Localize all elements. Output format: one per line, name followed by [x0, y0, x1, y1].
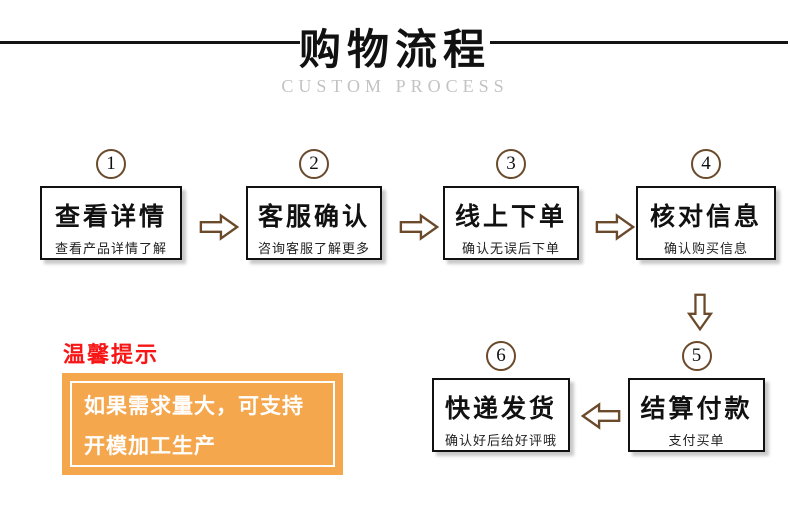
arrow-right-icon	[594, 212, 636, 242]
arrow-right-icon	[198, 212, 240, 242]
arrow-right-icon	[398, 212, 440, 242]
step-1-box: 查看详情 查看产品详情了解	[40, 186, 182, 260]
step-1: 1 查看详情 查看产品详情了解	[40, 149, 182, 260]
step-6: 6 快递发货 确认好后给好评哦	[432, 341, 570, 452]
tips-inner-border: 如果需求量大，可支持开模加工生产	[70, 381, 335, 467]
header-line-left	[0, 41, 300, 44]
step-1-number-badge: 1	[96, 149, 126, 179]
header-line-right	[490, 41, 788, 44]
step-2-desc: 咨询客服了解更多	[257, 241, 370, 256]
step-2: 2 客服确认 咨询客服了解更多	[246, 149, 382, 260]
step-5-desc: 支付买单	[668, 433, 725, 448]
step-6-number-badge: 6	[486, 341, 516, 371]
arrow-left-icon	[580, 401, 622, 431]
step-4-title: 核对信息	[649, 203, 762, 231]
step-5: 5 结算付款 支付买单	[628, 341, 765, 452]
step-6-title: 快递发货	[444, 395, 557, 423]
step-4-number-badge: 4	[691, 149, 721, 179]
step-3-title: 线上下单	[454, 203, 567, 231]
step-2-title: 客服确认	[257, 203, 370, 231]
tips-label: 温馨提示	[63, 342, 160, 367]
page-title: 购物流程	[298, 26, 491, 73]
step-4-desc: 确认购买信息	[663, 241, 748, 256]
step-2-box: 客服确认 咨询客服了解更多	[246, 186, 382, 260]
step-1-desc: 查看产品详情了解	[54, 241, 167, 256]
step-3-box: 线上下单 确认无误后下单	[443, 186, 579, 260]
tips-text: 如果需求量大，可支持开模加工生产	[84, 395, 304, 458]
step-1-title: 查看详情	[54, 203, 167, 231]
step-2-number-badge: 2	[299, 149, 329, 179]
tips-box: 如果需求量大，可支持开模加工生产	[62, 373, 343, 475]
step-4: 4 核对信息 确认购买信息	[636, 149, 776, 260]
page-subtitle: CUSTOM PROCESS	[281, 76, 509, 96]
step-3: 3 线上下单 确认无误后下单	[443, 149, 579, 260]
step-5-number-badge: 5	[681, 341, 712, 371]
step-3-desc: 确认无误后下单	[461, 241, 560, 256]
arrow-down-icon	[685, 292, 715, 332]
step-3-number-badge: 3	[496, 149, 526, 179]
step-6-box: 快递发货 确认好后给好评哦	[432, 378, 570, 452]
step-5-box: 结算付款 支付买单	[628, 378, 765, 452]
step-4-box: 核对信息 确认购买信息	[636, 186, 776, 260]
step-5-title: 结算付款	[640, 395, 753, 423]
step-6-desc: 确认好后给好评哦	[444, 433, 557, 448]
